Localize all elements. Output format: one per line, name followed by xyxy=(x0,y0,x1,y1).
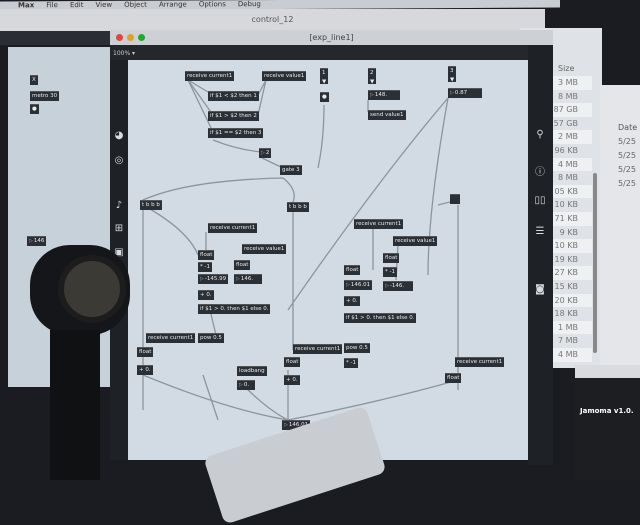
message-3[interactable]: 3▼ xyxy=(448,66,457,83)
float-object[interactable]: float xyxy=(198,250,215,260)
receive-value1[interactable]: receive value1 xyxy=(393,236,438,246)
if-object[interactable]: if $1 == $2 then 3 xyxy=(208,128,264,138)
size-cell: 9 KB xyxy=(559,227,578,237)
multiply-object[interactable]: * -1 xyxy=(344,358,358,368)
if-object[interactable]: if $1 > 0. then $1 else 0. xyxy=(344,313,417,323)
jamoma-titlebar xyxy=(575,365,640,378)
date-cell: 5/25 xyxy=(618,151,636,160)
pow-object[interactable]: pow 0.5 xyxy=(198,333,224,343)
receive-current1[interactable]: receive current1 xyxy=(293,344,343,354)
float-object[interactable]: float xyxy=(383,253,400,263)
gate-object[interactable]: gate 3 xyxy=(280,165,302,175)
book-icon[interactable]: ▯▯ xyxy=(534,195,546,206)
bang-button[interactable]: ● xyxy=(30,104,39,114)
close-button[interactable] xyxy=(116,34,123,41)
size-cell: 7 MB xyxy=(557,336,578,346)
if-object[interactable]: if $1 < $2 then 1 xyxy=(208,91,259,101)
size-cell: 8 MB xyxy=(557,173,578,183)
size-column-header[interactable]: Size xyxy=(558,64,575,73)
receive-current1[interactable]: receive current1 xyxy=(185,71,235,81)
scrollbar[interactable] xyxy=(593,173,597,353)
number-box[interactable]: 0. xyxy=(237,380,255,390)
camera-lens xyxy=(58,255,126,323)
send-value1[interactable]: send value1 xyxy=(368,110,406,120)
multiply-object[interactable]: * -1 xyxy=(198,262,212,272)
size-cell: 18 KB xyxy=(554,309,578,319)
float-object[interactable]: float xyxy=(445,373,462,383)
zoom-button[interactable] xyxy=(138,34,145,41)
date-cell: 5/25 xyxy=(618,137,636,146)
message-1[interactable]: 1▼ xyxy=(320,68,329,85)
date-column-header[interactable]: Date xyxy=(618,123,638,132)
search-icon[interactable]: ⚲ xyxy=(536,129,544,140)
number-box[interactable]: -146. xyxy=(383,281,413,291)
output-number-box[interactable]: 146.01 xyxy=(282,420,311,430)
patch-canvas[interactable]: receive current1 receive value1 if $1 < … xyxy=(128,60,528,460)
tripod xyxy=(50,330,100,480)
receive-value1[interactable]: receive value1 xyxy=(242,244,287,254)
zoom-level[interactable]: 100% ▾ xyxy=(113,50,136,57)
add-object[interactable]: + 0. xyxy=(198,290,214,300)
patcher-toolbar: 100% ▾ xyxy=(110,45,553,60)
float-object[interactable]: float xyxy=(137,347,154,357)
camera-icon[interactable]: ◙ xyxy=(535,284,545,295)
music-note-icon[interactable]: ♪ xyxy=(115,200,123,211)
date-cell: 5/25 xyxy=(618,179,636,188)
front-window-titlebar: [exp_line1] xyxy=(110,30,553,45)
finder-window-2: Date 5/25 5/25 5/25 5/25 xyxy=(600,85,640,375)
jamoma-title: Jamoma v1.0. xyxy=(580,407,634,415)
number-box[interactable]: -145.99 xyxy=(198,274,229,284)
receive-current1[interactable]: receive current1 xyxy=(354,219,404,229)
menu-debug[interactable]: Debug xyxy=(237,0,261,9)
receive-current1[interactable]: receive current1 xyxy=(146,333,196,343)
patch-cords xyxy=(142,79,459,421)
if-object[interactable]: if $1 > $2 then 2 xyxy=(208,111,259,121)
trigger-object[interactable]: t b b b xyxy=(140,200,162,210)
receive-value1[interactable]: receive value1 xyxy=(262,71,307,81)
float-object[interactable]: float xyxy=(234,260,251,270)
number-box[interactable]: 0.87 xyxy=(448,88,482,98)
image-icon[interactable]: ▣ xyxy=(114,247,124,258)
number-box[interactable]: 148. xyxy=(368,90,400,100)
bang-button[interactable]: ● xyxy=(320,92,329,102)
list-icon[interactable]: ☰ xyxy=(535,226,545,237)
minimize-button[interactable] xyxy=(127,34,134,41)
toggle[interactable]: X xyxy=(30,75,38,85)
pow-object[interactable]: pow 0.5 xyxy=(344,343,370,353)
info-icon[interactable]: ⓘ xyxy=(535,167,545,178)
target-icon[interactable]: ◎ xyxy=(114,155,124,166)
metro-object[interactable]: metro 30 xyxy=(30,91,60,101)
size-cell: 10 KB xyxy=(554,200,578,210)
trigger-object[interactable]: t b b b xyxy=(287,202,309,212)
window-title: [exp_line1] xyxy=(309,33,354,42)
size-cell: 15 KB xyxy=(554,282,578,291)
add-object[interactable]: + 0. xyxy=(344,296,360,306)
bang-button[interactable] xyxy=(450,194,460,204)
presentation-icon[interactable]: ⊞ xyxy=(114,223,124,234)
number-box[interactable]: 146 xyxy=(27,236,47,246)
add-object[interactable]: + 0. xyxy=(137,365,153,375)
date-cell: 5/25 xyxy=(618,165,636,174)
size-cell: 8 MB xyxy=(557,91,578,101)
message-2[interactable]: 2▼ xyxy=(368,68,377,85)
loadbang-object[interactable]: loadbang xyxy=(237,366,267,376)
palette-icon[interactable]: ◕ xyxy=(114,130,124,141)
number-box[interactable]: 146.01 xyxy=(344,280,373,290)
number-box[interactable]: 2 xyxy=(259,148,272,158)
float-object[interactable]: float xyxy=(284,357,301,367)
float-object[interactable]: float xyxy=(344,265,361,275)
size-cell: 19 KB xyxy=(554,254,578,264)
add-object[interactable]: + 0. xyxy=(284,375,300,385)
size-cell: 96 KB xyxy=(554,146,578,155)
receive-current1[interactable]: receive current1 xyxy=(455,357,505,367)
if-object[interactable]: if $1 > 0. then $1 else 0. xyxy=(198,304,271,314)
receive-current1[interactable]: receive current1 xyxy=(208,223,258,233)
back-window-title: control_12 xyxy=(0,9,545,31)
right-sidebar: ⚲ ⓘ ▯▯ ☰ ◙ xyxy=(528,45,553,465)
size-cell: 57 GB xyxy=(553,118,578,128)
number-box[interactable]: 146. xyxy=(234,274,262,284)
multiply-object[interactable]: * -1 xyxy=(383,267,397,277)
jamoma-window: Jamoma v1.0. xyxy=(575,365,640,480)
